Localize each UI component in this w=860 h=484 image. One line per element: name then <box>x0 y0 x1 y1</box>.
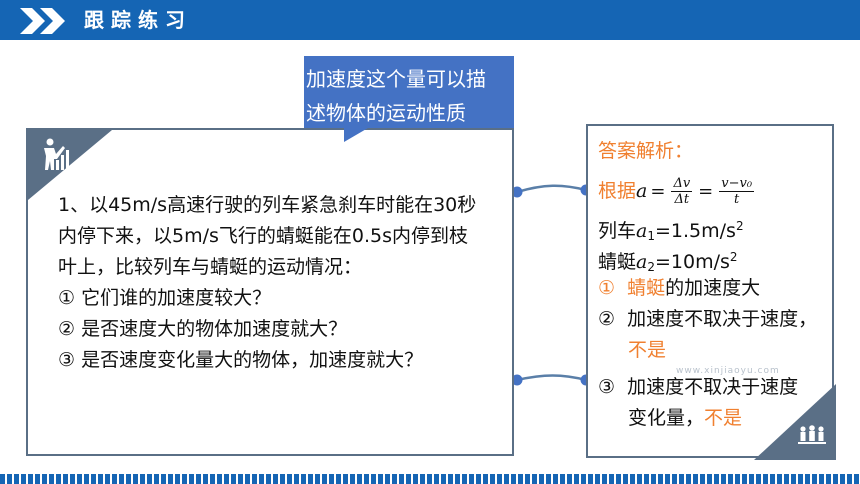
question-line: 内停下来，以5m/s飞行的蜻蜓能在0.5s内停到枝 <box>58 225 469 247</box>
formula-lhs: a <box>636 180 648 202</box>
callout-line: 述物体的运动性质 <box>306 101 466 125</box>
question-item-1: ① 它们谁的加速度较大？ <box>58 287 272 309</box>
equals-sign: = <box>698 181 714 202</box>
question-item-3: ③ 是否速度变化量大的物体，加速度就大？ <box>58 349 424 371</box>
question-item-2: ② 是否速度大的物体加速度就大？ <box>58 318 348 340</box>
equals-sign: = <box>650 181 666 202</box>
answer-item-3: ③ 加速度不取决于速度 <box>598 376 799 398</box>
connector-lines <box>514 184 590 386</box>
callout-bubble <box>304 56 514 142</box>
question-line: 1、以45m/s高速行驶的列车紧急刹车时能在30秒 <box>58 194 477 216</box>
dragonfly-acceleration: 蜻蜓a2=10m/s2 <box>598 250 738 274</box>
callout-text: 加速度这个量可以描 述物体的运动性质 <box>306 62 510 130</box>
callout-line: 加速度这个量可以描 <box>306 67 486 91</box>
formula-prefix: 根据 <box>598 180 637 202</box>
team-people-icon <box>754 384 836 460</box>
footer-stripes <box>0 474 860 484</box>
page-title: 跟踪练习 <box>84 8 192 32</box>
presenter-chart-icon <box>28 130 112 200</box>
question-text: 1、以45m/s高速行驶的列车紧急刹车时能在30秒 内停下来，以5m/s飞行的蜻… <box>58 190 508 376</box>
answer-item-3-cont: 变化量，不是 <box>628 407 743 429</box>
answer-item-1: ① 蜻蜓的加速度大 <box>598 277 761 299</box>
answer-item-2-cont: 不是 <box>628 339 667 361</box>
answer-heading: 答案解析： <box>598 140 694 162</box>
question-panel: 1、以45m/s高速行驶的列车紧急刹车时能在30秒 内停下来，以5m/s飞行的蜻… <box>26 128 514 456</box>
double-chevron-icon <box>20 8 65 34</box>
answer-item-2: ② 加速度不取决于速度， <box>598 308 818 330</box>
train-acceleration: 列车a1=1.5m/s2 <box>598 219 744 243</box>
watermark-text: www.xinjiaoyu.com <box>676 366 780 376</box>
question-line: 叶上，比较列车与蜻蜓的运动情况： <box>58 256 363 278</box>
header-bar <box>0 0 860 40</box>
